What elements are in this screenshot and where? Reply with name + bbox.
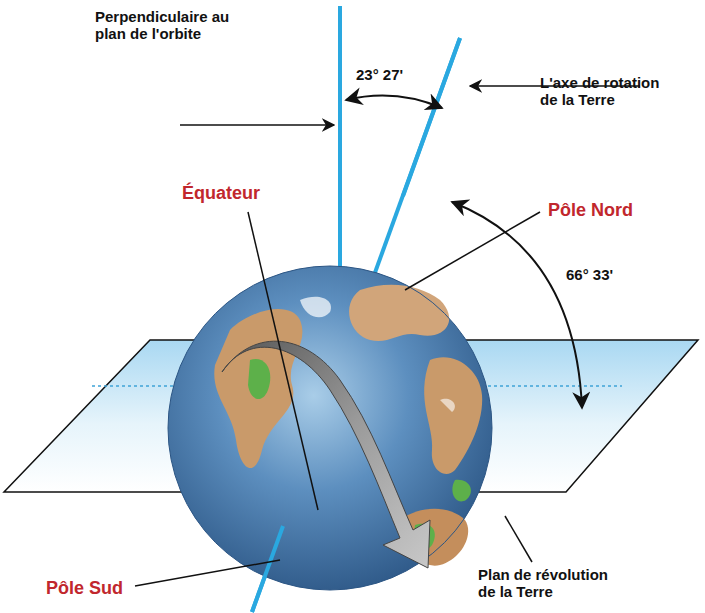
angle-label: 23° 27' [356,66,403,83]
plane-label: Plan de révolution de la Terre [478,566,628,601]
leader-line [135,560,280,586]
angle-arrow [452,202,582,408]
leader-line [505,516,532,562]
feature-label: Pôle Sud [46,578,123,599]
feature-label: Pôle Nord [548,200,633,221]
angle-label: 66° 33' [566,266,613,283]
rotation-arrow [222,341,430,568]
axis-label: L'axe de rotation de la Terre [540,74,675,109]
leader-line [405,212,540,290]
axis-label: Perpendiculaire au plan de l'orbite [95,8,245,43]
perpendicular-line [338,6,342,300]
earth-globe [168,266,492,590]
leader-line [248,212,318,510]
angle-arrow [346,96,442,109]
pointer-arrow [180,124,334,126]
feature-label: Équateur [182,183,260,204]
